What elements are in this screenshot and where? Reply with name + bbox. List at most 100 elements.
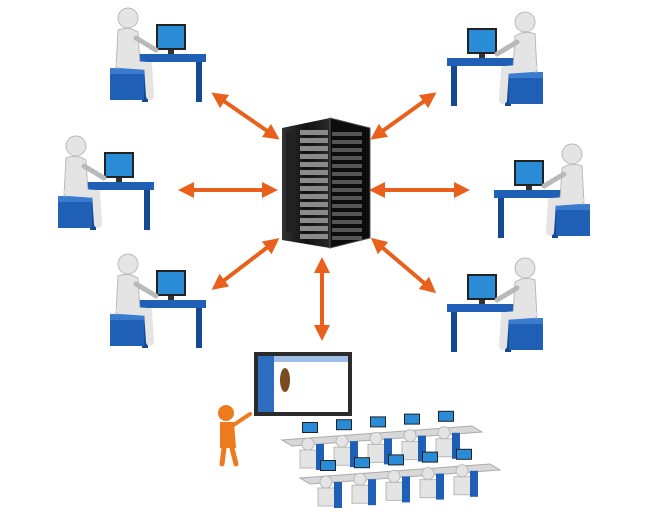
stool [509, 76, 543, 104]
student-body [367, 443, 387, 463]
monitor-stand [168, 296, 174, 300]
server-unit [300, 130, 328, 135]
student-body [351, 484, 371, 504]
figure-arm [494, 39, 520, 57]
student-body [453, 476, 473, 496]
classroom-monitor-screen [439, 411, 453, 421]
server-unit [300, 170, 328, 175]
user-at-desk-icon [110, 253, 206, 348]
student-head [353, 472, 367, 486]
figure-leg [499, 310, 537, 350]
monitor-screen [469, 276, 495, 298]
stool [509, 322, 543, 350]
stool-top [556, 204, 590, 210]
stool [110, 318, 144, 346]
desk-top [494, 190, 562, 198]
server-unit [332, 132, 362, 136]
desk-leg [505, 66, 511, 106]
desk-top [86, 182, 154, 190]
presenter-arm [230, 412, 252, 428]
server-unit [300, 202, 328, 207]
student-head [437, 426, 451, 440]
server-unit [332, 212, 362, 216]
monitor-stand [116, 178, 122, 182]
presenter-body [220, 422, 236, 448]
monitor-stand [479, 300, 485, 304]
monitor-screen [158, 272, 184, 294]
figure-arm [494, 285, 520, 303]
figure-leg [64, 188, 102, 228]
workstations [58, 7, 590, 352]
server-unit [332, 140, 362, 144]
user-at-desk-icon [447, 11, 543, 106]
student-head [387, 469, 401, 483]
server-unit [300, 234, 328, 239]
desk-top [447, 58, 515, 66]
figure-arm [81, 163, 107, 181]
classroom-presentation-icon [218, 352, 502, 508]
bidirectional-arrow [370, 92, 437, 140]
student-head [319, 475, 333, 489]
figure-arm [133, 281, 159, 299]
monitor-stand [526, 186, 532, 190]
user-at-desk-icon [447, 257, 543, 352]
figure-leg [499, 64, 537, 104]
server-unit [300, 178, 328, 183]
server-unit [300, 186, 328, 191]
classroom-monitor-screen [423, 452, 437, 462]
user-at-desk-icon [110, 7, 206, 102]
server-unit [332, 180, 362, 184]
server-unit [300, 210, 328, 215]
figure-leg [546, 196, 584, 236]
presenter-legs [219, 445, 239, 467]
screen-header [274, 356, 348, 362]
presenter-head [218, 405, 234, 421]
stool-top [110, 314, 144, 320]
desk-leg [498, 198, 504, 238]
server-unit [332, 228, 362, 232]
desk-leg [505, 312, 511, 352]
desk-leg [144, 190, 150, 230]
stool [58, 200, 92, 228]
figure-head [65, 135, 87, 157]
stool-top [509, 72, 543, 78]
server-side [286, 132, 296, 232]
stool-top [110, 68, 144, 74]
monitor-screen [106, 154, 132, 176]
student-body [419, 479, 439, 499]
student-chair [368, 479, 376, 506]
figure-leg [116, 60, 154, 100]
student-body [401, 441, 421, 461]
server-unit [332, 196, 362, 200]
student-head [421, 467, 435, 481]
classroom-monitor-screen [355, 458, 369, 468]
desk-leg [451, 312, 457, 352]
stool-top [58, 196, 92, 202]
student-head [335, 434, 349, 448]
server-unit [332, 220, 362, 224]
student-chair [470, 470, 478, 497]
figure-head [117, 253, 139, 275]
classroom-monitor-screen [371, 417, 385, 427]
monitor-screen [158, 26, 184, 48]
student-head [455, 464, 469, 478]
student-body [385, 481, 405, 501]
server-unit [332, 188, 362, 192]
student-head [301, 437, 315, 451]
figure-head [117, 7, 139, 29]
student-chair [402, 476, 410, 503]
student-head [403, 429, 417, 443]
stool [556, 208, 590, 236]
server-rack-icon [282, 117, 371, 249]
server-unit [332, 236, 362, 240]
student-body [333, 446, 353, 466]
figure-head [561, 143, 583, 165]
server-unit [332, 148, 362, 152]
classroom-monitor-screen [303, 423, 317, 432]
server-unit [332, 164, 362, 168]
stool-top [509, 318, 543, 324]
screen-sidebar [258, 356, 274, 412]
server-unit [300, 146, 328, 151]
student-head [369, 431, 383, 445]
